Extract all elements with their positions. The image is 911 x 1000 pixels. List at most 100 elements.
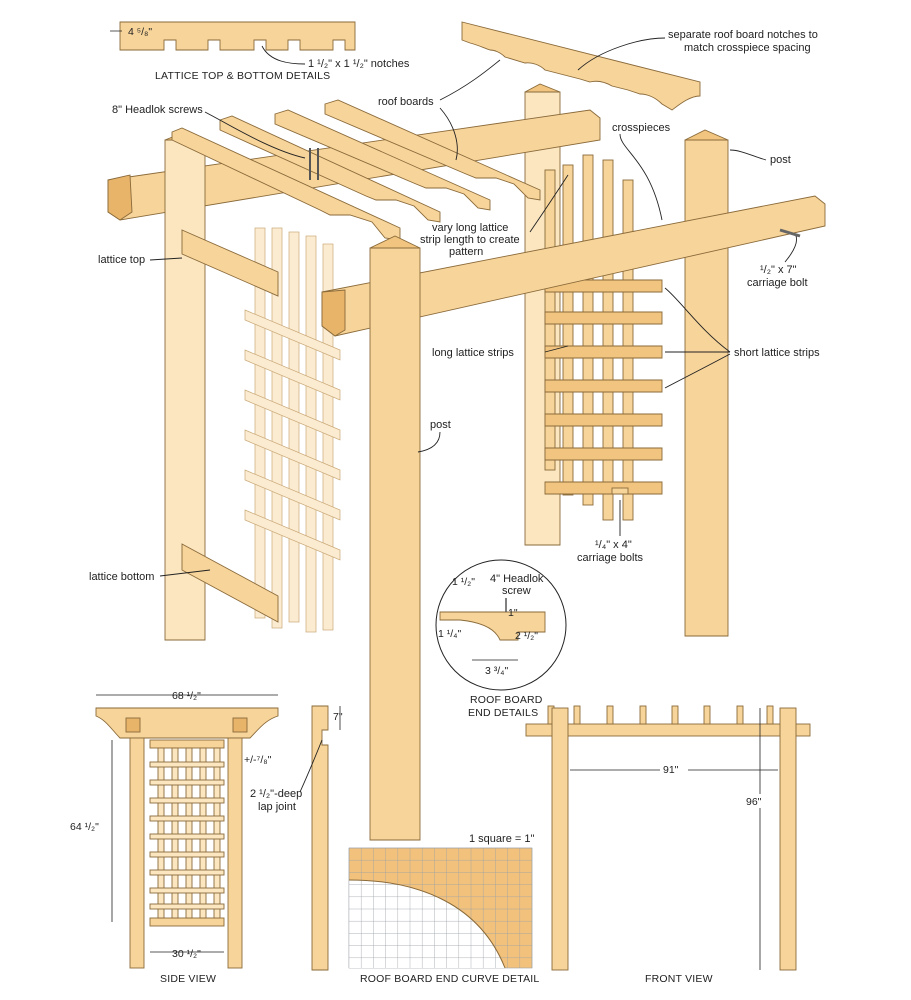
fv-roof-board <box>703 705 711 725</box>
post-center-leader <box>417 431 441 453</box>
sv-height-label: 64 ¹/₂" <box>70 821 99 833</box>
back-crosspiece-end <box>107 174 133 221</box>
separate-roof-label-2: match crosspiece spacing <box>684 42 811 54</box>
roof-boards-leader-2 <box>439 107 458 161</box>
lattice-top-leader <box>149 257 183 261</box>
carriage-bolt-4 <box>611 487 629 495</box>
fv-roof-board <box>671 705 679 725</box>
short-strips-leader-1 <box>664 287 731 353</box>
sv-lattice-top <box>149 739 225 749</box>
front-center-post <box>369 247 421 841</box>
roof-board-4 <box>324 99 541 201</box>
carriage-bolt-7-label-2: carriage bolt <box>747 277 808 289</box>
right-lattice-short-strip <box>544 413 663 427</box>
roof-boards-leader-1 <box>439 59 501 101</box>
notches-label: 1 ¹/₂" x 1 ¹/₂" notches <box>308 58 410 70</box>
sv-width-label: 68 ¹/₂" <box>172 690 201 702</box>
post-right-leader <box>729 149 767 161</box>
lattice-notch-dim: 4 ⁵/₈" <box>128 26 152 38</box>
separate-roof-board: separate roof board notches to match cro… <box>461 21 818 111</box>
sv-post-left <box>129 737 145 969</box>
curve-cutout <box>349 880 505 968</box>
front-view: 91" 96" FRONT VIEW <box>525 705 811 985</box>
lattice-notched-board <box>119 21 356 51</box>
rb-dim-2: 1" <box>508 607 518 619</box>
lap-joint: 7" 2 ¹/₂"-deep lap joint <box>250 705 343 971</box>
lap-7-label: 7" <box>333 711 343 723</box>
fv-roof-board <box>606 705 614 725</box>
sv-lattice-bottom <box>149 917 225 927</box>
vary-label-3: pattern <box>449 246 483 258</box>
left-lattice-cross <box>244 509 341 561</box>
right-lattice-long-strip <box>582 154 594 506</box>
post-center-label: post <box>430 419 451 431</box>
carriage-bolts-4-label-2: carriage bolts <box>577 552 644 564</box>
fv-roof-board <box>639 705 647 725</box>
front-crosspiece-end <box>321 289 346 337</box>
lap-leader <box>299 739 323 793</box>
left-lattice-cross <box>244 349 341 401</box>
post-right-label: post <box>770 154 791 166</box>
fv-post-left <box>551 707 569 971</box>
fv-roof-board <box>736 705 744 725</box>
lattice-detail-caption: LATTICE TOP & BOTTOM DETAILS <box>155 70 330 82</box>
lattice-bottom-label: lattice bottom <box>89 571 154 583</box>
headlok-screws-label: 8" Headlok screws <box>112 104 203 116</box>
arbor-labels: 8" Headlok screws roof boards crosspiece… <box>89 59 820 583</box>
rb-dim-1: 1 ¹/₂" <box>452 576 475 588</box>
notches-leader <box>261 45 306 65</box>
lap-joint-post <box>311 705 329 971</box>
lap-label-2: lap joint <box>258 801 296 813</box>
carriage-bolts-4-label-1: ¹/₄" x 4" <box>595 539 632 551</box>
right-lattice-long-strip <box>562 164 574 496</box>
left-lattice-cross <box>244 309 341 361</box>
lattice-top-label: lattice top <box>98 254 145 266</box>
lattice-top-board <box>181 229 279 297</box>
fv-caption: FRONT VIEW <box>645 973 713 985</box>
fv-post-right <box>779 707 797 971</box>
front-center-post-top <box>369 235 421 249</box>
left-lattice-strip <box>271 227 283 629</box>
rb-screw-label-2: screw <box>502 585 531 597</box>
roof-board-end-detail: 1 ¹/₂" 4" Headlok screw 1" 1 ¹/₄" 2 ¹/₂"… <box>435 559 567 719</box>
arbor-3d <box>107 83 826 841</box>
lattice-bottom-board <box>181 543 279 623</box>
rb-dim-5: 3 ³/₄" <box>485 665 508 677</box>
vary-leader <box>529 174 569 233</box>
right-lattice-short-strip <box>544 345 663 359</box>
left-lattice <box>244 227 341 633</box>
left-lattice-cross <box>244 429 341 481</box>
vary-label-2: strip length to create <box>420 234 520 246</box>
rb-dim-3: 1 ¹/₄" <box>438 628 461 640</box>
long-strips-label: long lattice strips <box>432 347 514 359</box>
right-lattice-short-strip <box>544 311 663 325</box>
rb-dim-4: 2 ¹/₂" <box>515 630 538 642</box>
carriage-bolt-7 <box>779 228 801 238</box>
rb-screw-label-1: 4" Headlok <box>490 573 544 585</box>
left-lattice-cross <box>244 389 341 441</box>
rb-caption-2: END DETAILS <box>468 707 538 719</box>
short-strips-leader-2 <box>664 353 731 389</box>
left-lattice-strip <box>288 231 300 623</box>
sv-tol-label: +/-⁷/₈" <box>244 754 272 766</box>
roof-board-1 <box>171 127 401 241</box>
lattice-bottom-leader <box>159 569 211 577</box>
sv-lattice-grid <box>149 747 225 919</box>
headlok-leader <box>204 111 306 159</box>
separate-roof-board-shape <box>461 21 701 111</box>
long-strips-leader <box>544 345 569 353</box>
rb-caption-1: ROOF BOARD <box>470 694 543 706</box>
fv-height-label: 96" <box>746 796 762 808</box>
sv-caption: SIDE VIEW <box>160 973 216 985</box>
sv-inner-label: 30 ¹/₂" <box>172 948 201 960</box>
fv-crosspiece <box>525 723 811 737</box>
sv-roof-board <box>95 707 279 739</box>
curve-line <box>348 879 506 969</box>
short-strips-label: short lattice strips <box>734 347 820 359</box>
lattice-detail: 4 ⁵/₈" 1 ¹/₂" x 1 ¹/₂" notches LATTICE T… <box>110 21 410 82</box>
roof-board-3 <box>274 109 491 211</box>
sv-crosspiece-end-left <box>125 717 141 733</box>
curve-caption: ROOF BOARD END CURVE DETAIL <box>360 973 539 985</box>
fv-width-label: 91" <box>663 764 679 776</box>
